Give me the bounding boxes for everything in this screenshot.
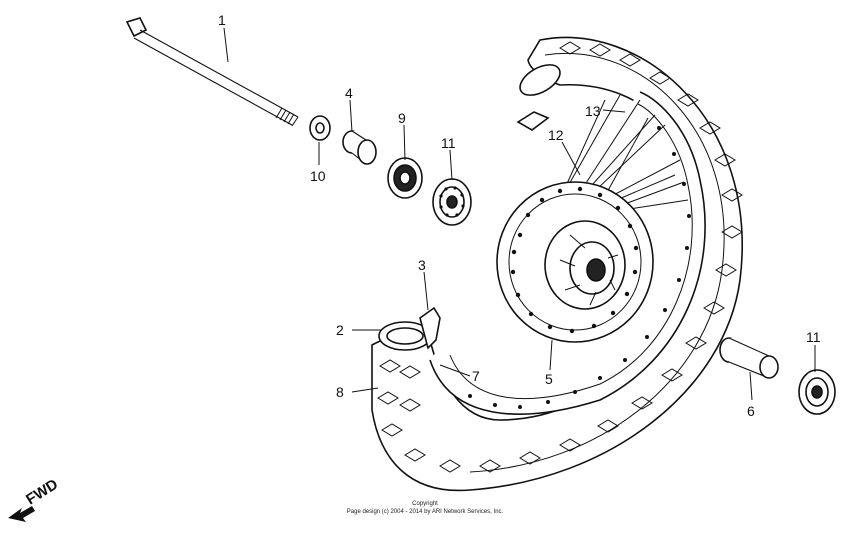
callout-13: 13 <box>585 103 601 119</box>
bearing-part-11-lower[interactable] <box>798 369 836 415</box>
spacer-part-6[interactable] <box>719 337 779 379</box>
bearing-part-11-upper[interactable] <box>432 178 472 226</box>
callout-5: 5 <box>545 371 553 387</box>
callout-3: 3 <box>418 257 426 273</box>
tube-part-2[interactable] <box>378 59 565 351</box>
forward-direction-indicator: FWD <box>8 476 61 522</box>
callout-8: 8 <box>336 384 344 400</box>
copyright-notice: Copyright Page design (c) 2004 - 2014 by… <box>347 501 504 515</box>
collar-part-10[interactable] <box>309 115 331 141</box>
callout-11-lower: 11 <box>806 329 821 345</box>
callout-2: 2 <box>336 322 344 338</box>
copyright-line-2: Page design (c) 2004 - 2014 by ARI Netwo… <box>347 509 504 515</box>
callout-9: 9 <box>398 110 406 126</box>
callout-11-upper: 11 <box>441 135 456 151</box>
fwd-arrow-icon <box>8 506 35 522</box>
spacer-part-4[interactable] <box>342 130 377 165</box>
callout-labels: 1 4 9 11 10 13 12 3 2 7 5 8 6 11 <box>218 12 821 419</box>
fwd-label: FWD <box>23 476 61 509</box>
dust-seal-part-9[interactable] <box>387 157 423 199</box>
callout-10: 10 <box>310 168 326 184</box>
leader-lines <box>223 27 816 401</box>
rim-band-part-3[interactable] <box>419 111 550 350</box>
axle-part-1[interactable] <box>125 17 299 127</box>
hub-part-5[interactable] <box>496 181 654 343</box>
callout-7: 7 <box>472 368 480 384</box>
callout-4: 4 <box>345 85 353 101</box>
callout-1: 1 <box>218 12 226 28</box>
callout-12: 12 <box>548 127 564 143</box>
copyright-line-1: Copyright <box>412 501 438 507</box>
callout-6: 6 <box>747 403 755 419</box>
